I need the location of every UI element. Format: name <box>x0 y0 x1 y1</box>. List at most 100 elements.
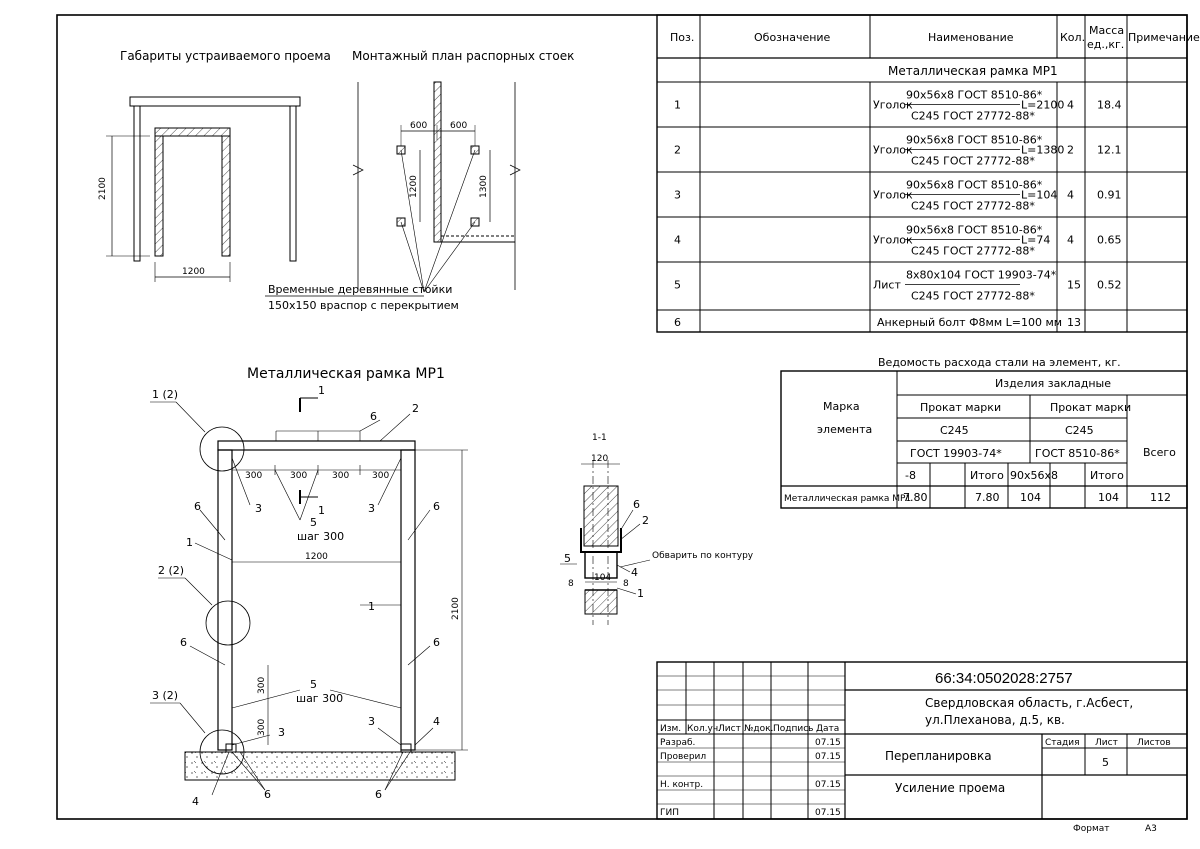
frame-drawing: Металлическая рамка МР1 1 1 6 2 300 300 … <box>150 366 468 808</box>
pos-6-bottom-right: 6 <box>375 788 382 801</box>
spec-row-mass: 0.91 <box>1097 189 1122 202</box>
steel-std-1: ГОСТ 19903-74* <box>910 447 1002 460</box>
steel-itogo-2: Итого <box>1090 469 1124 482</box>
spec-row-bottom: С245 ГОСТ 27772-88* <box>911 200 1035 213</box>
pos-3-bottom-left: 3 <box>278 726 285 739</box>
mounting-plan: Монтажный план распорных стоек 600 600 1… <box>265 49 574 312</box>
pos-6-left-top: 6 <box>194 500 201 513</box>
date-2: 07.15 <box>815 752 841 762</box>
sheet-number: 5 <box>1102 756 1109 769</box>
steel-row-v2: 7.80 <box>975 491 1000 504</box>
spec-row-top: 90х56х8 ГОСТ 8510-86* <box>906 224 1043 237</box>
spec-row-top: 90х56х8 ГОСТ 8510-86* <box>906 179 1043 192</box>
pos-6-bottom-left: 6 <box>264 788 271 801</box>
spec-head-pos: Поз. <box>670 31 694 44</box>
spec-row6-qty: 13 <box>1067 316 1081 329</box>
spec-row-qty: 4 <box>1067 189 1074 202</box>
steel-rolled-1: Прокат марки <box>920 401 1001 414</box>
pos-6-right-top: 6 <box>433 500 440 513</box>
section-1-1: 1-1 120 5 6 2 Обварить по контуру 4 104 … <box>560 433 754 625</box>
spec-row6-name: Анкерный болт Ф8мм L=100 мм <box>877 316 1062 329</box>
mount-dim-1: 600 <box>410 121 427 131</box>
mount-dim-2: 600 <box>450 121 467 131</box>
step-dim-1: 300 <box>245 471 262 481</box>
pos-6-top: 6 <box>370 410 377 423</box>
stamp-head-sign: Подпись <box>773 724 813 734</box>
role-checker: Проверил <box>660 752 706 762</box>
weld-note: Обварить по контуру <box>652 551 754 561</box>
callout-3-2: 3 (2) <box>152 689 178 702</box>
steel-rolled-2: Прокат марки <box>1050 401 1131 414</box>
date-1: 07.15 <box>815 738 841 748</box>
section-label: 1-1 <box>592 433 607 443</box>
sec-pos-4: 4 <box>631 566 638 579</box>
specification-text: Поз. Обозначение Наименование Кол. Масса… <box>670 24 1200 329</box>
address-line-1: Свердловская область, г.Асбест, <box>925 696 1133 710</box>
frame-width-dim: 1200 <box>305 552 328 562</box>
pos-4-bottom-left: 4 <box>192 795 199 808</box>
callout-2-2: 2 (2) <box>158 564 184 577</box>
spec-row-bottom: С245 ГОСТ 27772-88* <box>911 110 1035 123</box>
spec-row-length: L=74 <box>1021 234 1050 247</box>
frame-height-dim: 2100 <box>451 597 461 620</box>
frame-title: Металлическая рамка МР1 <box>247 366 445 382</box>
pos-3-top-right: 3 <box>368 502 375 515</box>
steel-sub-2: 90х56х8 <box>1010 469 1058 482</box>
step-dim-4: 300 <box>372 471 389 481</box>
title-block-text: 66:34:0502028:2757 Свердловская область,… <box>660 670 1171 834</box>
spec-head-note: Примечание <box>1128 31 1200 44</box>
sec-pos-1: 1 <box>637 587 644 600</box>
mount-dim-3: 1200 <box>409 175 419 198</box>
spec-group-title: Металлическая рамка МР1 <box>888 64 1058 78</box>
section-thk-1: 8 <box>568 579 574 589</box>
spec-row-bottom: С245 ГОСТ 27772-88* <box>911 155 1035 168</box>
spec-head-name: Наименование <box>928 31 1014 44</box>
steel-sub-1: -8 <box>905 469 916 482</box>
steel-row-total: 112 <box>1150 491 1171 504</box>
spec-row-bottom: С245 ГОСТ 27772-88* <box>911 245 1035 258</box>
spec-row-qty: 15 <box>1067 279 1081 292</box>
spec-row-qty: 4 <box>1067 99 1074 112</box>
address-line-2: ул.Плеханова, д.5, кв. <box>925 713 1065 727</box>
format-value: А3 <box>1145 824 1157 834</box>
role-gip: ГИП <box>660 808 679 818</box>
step-note-top: шаг 300 <box>297 530 344 543</box>
step-dim-5: 300 <box>257 677 267 694</box>
step-dim-3: 300 <box>332 471 349 481</box>
step-dim-6: 300 <box>257 719 267 736</box>
stamp-head-doc: №док. <box>744 724 773 734</box>
section-mark-bottom: 1 <box>318 504 325 517</box>
sec-pos-6: 6 <box>633 498 640 511</box>
spec-row-prefix: Уголок <box>873 144 913 157</box>
spec-row-mass: 12.1 <box>1097 144 1122 157</box>
spec-row-length: L=1380 <box>1021 144 1064 157</box>
spec-head-mass-1: Масса <box>1089 24 1124 37</box>
spec-row-pos: 2 <box>674 144 681 157</box>
steel-row-v4: 104 <box>1098 491 1119 504</box>
opening-width-dim: 1200 <box>182 267 205 277</box>
opening-drawing: Габариты устраиваемого проема 2100 1200 <box>98 49 331 282</box>
pos-2-top: 2 <box>412 402 419 415</box>
posts-note-1: Временные деревянные стойки <box>268 283 452 296</box>
pos-6-right-mid: 6 <box>433 636 440 649</box>
sec-pos-2: 2 <box>642 514 649 527</box>
spec-row-length: L=104 <box>1021 189 1057 202</box>
format-label: Формат <box>1073 824 1110 834</box>
role-developer: Разраб. <box>660 738 695 748</box>
steel-embedded: Изделия закладные <box>995 377 1111 390</box>
step-note-bottom: шаг 300 <box>296 692 343 705</box>
stamp-head-list: Лист <box>718 724 741 734</box>
pos-3-bottom-right: 3 <box>368 715 375 728</box>
spec-head-qty: Кол. <box>1060 31 1085 44</box>
stamp-head-izm: Изм. <box>660 724 681 734</box>
steel-text: Изделия закладные Марка элемента Прокат … <box>784 377 1176 504</box>
steel-itogo-1: Итого <box>970 469 1004 482</box>
posts-note-2: 150х150 враспор с перекрытием <box>268 299 459 312</box>
spec-row-prefix: Лист <box>873 279 901 292</box>
opening-height-dim: 2100 <box>98 177 108 200</box>
steel-title: Ведомость расхода стали на элемент, кг. <box>878 356 1121 369</box>
spec-row-pos: 1 <box>674 99 681 112</box>
spec-row-pos: 4 <box>674 234 681 247</box>
